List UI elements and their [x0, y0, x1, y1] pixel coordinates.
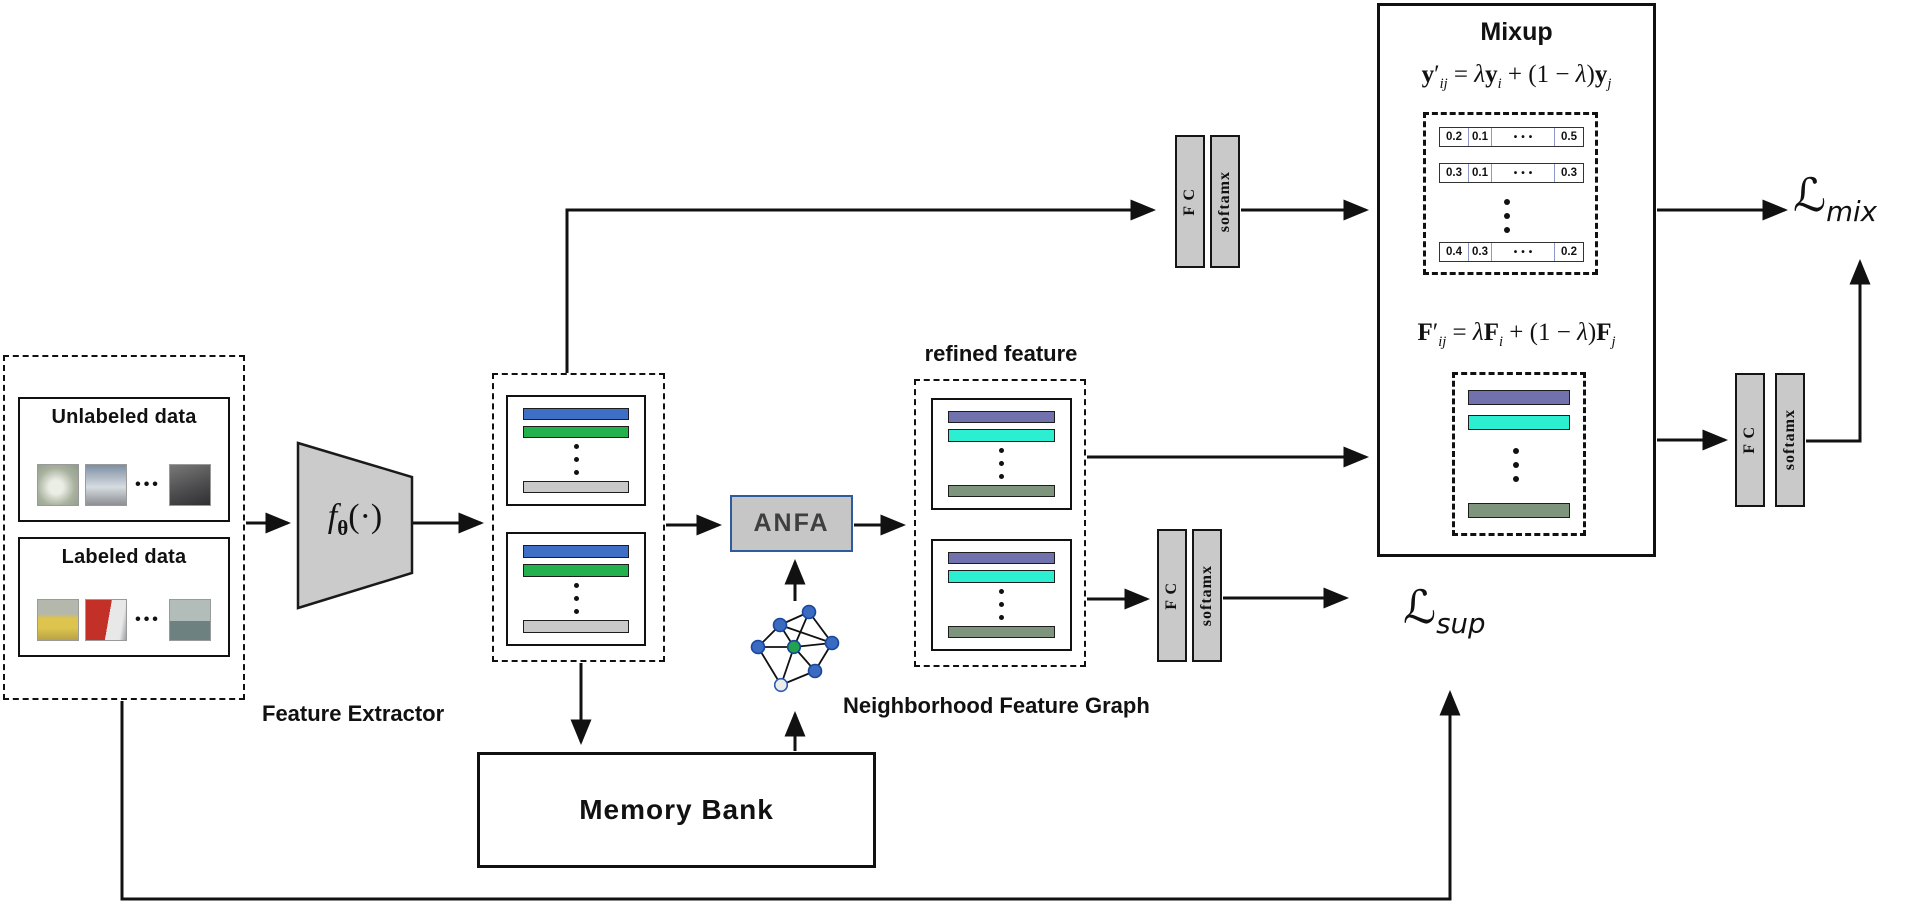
fc-label: F C — [1181, 187, 1198, 216]
right-fc-layer: F C — [1735, 373, 1765, 507]
softmax-label: softamx — [1198, 564, 1215, 627]
mixed-bar-sage — [1468, 503, 1570, 518]
loss-mix-label: ℒmix — [1793, 168, 1878, 229]
row-ellipsis: ••• — [1491, 243, 1554, 261]
feature-bar-gray — [523, 481, 629, 493]
vertical-ellipsis — [1504, 199, 1510, 233]
refined-bar-sage — [948, 484, 1055, 497]
feature-extractor-trapezoid — [296, 441, 414, 610]
refined-card-top — [931, 398, 1072, 510]
label-vector-row: 0.4 0.3 ••• 0.2 — [1439, 242, 1584, 262]
refined-card-bottom — [931, 539, 1072, 651]
feature-bar-blue — [523, 408, 629, 420]
feature-card-unlabeled — [506, 395, 646, 506]
anfa-module: ANFA — [730, 495, 853, 552]
labeled-data-title: Labeled data — [61, 546, 187, 568]
mixup-box: Mixup y′ij = λyi + (1 − λ)yj 0.2 0.1 •••… — [1377, 3, 1656, 557]
graph-node-blue — [750, 639, 766, 655]
mixup-title: Mixup — [1480, 18, 1553, 46]
arrow-labels-feedback-to-lsup — [120, 690, 1461, 901]
label-value: 0.3 — [1554, 164, 1583, 182]
vertical-ellipsis — [523, 438, 629, 481]
label-vector-row: 0.2 0.1 ••• 0.5 — [1439, 127, 1584, 147]
feature-extractor-caption: Feature Extractor — [262, 701, 445, 726]
feature-card-labeled — [506, 532, 646, 646]
top-softmax-layer: softamx — [1210, 135, 1240, 268]
memory-bank-box: Memory Bank — [477, 752, 876, 868]
horse-statue-image — [168, 464, 211, 506]
unlabeled-data-title: Unlabeled data — [51, 406, 197, 428]
arrow-right-softmax-to-lmix — [1806, 259, 1871, 443]
feature-bar-blue — [523, 545, 629, 558]
feature-extractor-symbol: fθ(·) — [327, 498, 383, 540]
vertical-ellipsis — [948, 442, 1055, 485]
mixed-bar-purple — [1468, 390, 1570, 405]
graph-node-center-green — [786, 639, 802, 655]
refined-bar-sage — [948, 625, 1055, 638]
mixed-features-group — [1452, 372, 1586, 536]
neighborhood-graph — [750, 604, 840, 693]
unlabeled-data-box: Unlabeled data ••• — [18, 397, 230, 522]
label-value: 0.2 — [1554, 243, 1583, 261]
labeled-images-row: ••• — [20, 599, 228, 641]
graph-node-blue — [772, 617, 788, 633]
mid-fc-layer: F C — [1157, 529, 1187, 662]
refined-bar-cyan — [948, 570, 1055, 583]
mixup-feature-equation: F′ij = λFi + (1 − λ)Fj — [1417, 319, 1616, 350]
vertical-ellipsis — [523, 577, 629, 620]
right-softmax-layer: softamx — [1775, 373, 1805, 507]
vertical-ellipsis — [948, 583, 1055, 626]
refined-features-group — [914, 379, 1086, 667]
yellow-plane-image — [37, 599, 80, 641]
refined-bar-purple — [948, 411, 1055, 424]
deer-image — [37, 464, 80, 506]
refined-bar-purple — [948, 552, 1055, 565]
loss-sup-label: ℒsup — [1403, 580, 1486, 641]
row-ellipsis: ••• — [1491, 164, 1554, 182]
graph-node-white — [773, 677, 789, 693]
row-ellipsis: ••• — [1491, 128, 1554, 146]
input-data-group: Unlabeled data ••• Labeled data ••• — [3, 355, 245, 700]
graph-node-blue — [801, 604, 817, 620]
label-value: 0.4 — [1446, 246, 1462, 258]
arrows — [120, 199, 1871, 901]
ship-image — [168, 599, 211, 641]
mixup-label-equation: y′ij = λyi + (1 − λ)yj — [1421, 61, 1612, 92]
feature-bar-gray — [523, 620, 629, 633]
red-truck-image — [85, 599, 128, 641]
mixed-labels-group: 0.2 0.1 ••• 0.5 0.3 0.1 ••• 0.3 0.4 0.3 … — [1423, 112, 1598, 275]
label-vector-row: 0.3 0.1 ••• 0.3 — [1439, 163, 1584, 183]
label-value: 0.1 — [1468, 128, 1491, 146]
softmax-label: softamx — [1216, 170, 1233, 233]
feature-bar-green — [523, 426, 629, 438]
labeled-data-box: Labeled data ••• — [18, 537, 230, 657]
fc-label: F C — [1741, 426, 1758, 454]
husky-dogs-image — [85, 464, 128, 506]
graph-node-blue — [807, 663, 823, 679]
mixed-bar-cyan — [1468, 415, 1570, 430]
label-value: 0.3 — [1446, 167, 1462, 179]
top-fc-layer: F C — [1175, 135, 1205, 268]
feature-bar-green — [523, 564, 629, 577]
ellipsis-dots: ••• — [135, 476, 161, 493]
vertical-ellipsis — [1513, 448, 1519, 482]
label-value: 0.1 — [1468, 164, 1491, 182]
memory-bank-label: Memory Bank — [579, 794, 774, 825]
arrow-features-to-top-fc — [565, 199, 1156, 373]
label-value: 0.2 — [1446, 131, 1462, 143]
softmax-label: softamx — [1781, 409, 1798, 471]
refined-feature-caption: refined feature — [924, 341, 1078, 366]
mid-softmax-layer: softamx — [1192, 529, 1222, 662]
extracted-features-group — [492, 373, 665, 662]
neighborhood-graph-caption: Neighborhood Feature Graph — [843, 693, 1150, 718]
ellipsis-dots: ••• — [135, 611, 161, 628]
refined-bar-cyan — [948, 429, 1055, 442]
label-value: 0.3 — [1468, 243, 1491, 261]
graph-node-blue — [824, 635, 840, 651]
label-value: 0.5 — [1554, 128, 1583, 146]
unlabeled-images-row: ••• — [20, 464, 228, 506]
fc-label: F C — [1163, 581, 1180, 610]
